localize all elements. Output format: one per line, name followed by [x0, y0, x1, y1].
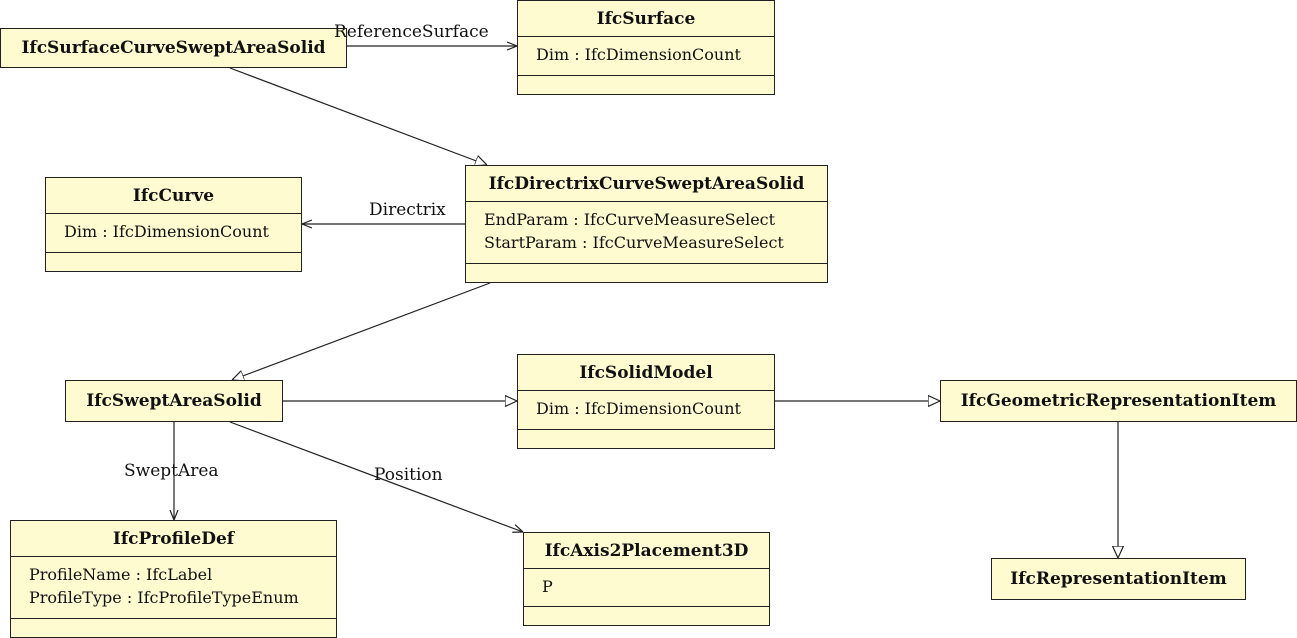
class-ifcsurfacecurvesweptareasolid[interactable]: IfcSurfaceCurveSweptAreaSolid	[0, 28, 347, 68]
class-name: IfcSweptAreaSolid	[86, 391, 262, 411]
class-name: IfcSolidModel	[579, 362, 713, 383]
edge-position	[229, 421, 523, 532]
class-name: IfcProfileDef	[112, 528, 235, 549]
label-reference-surface: ReferenceSurface	[334, 22, 489, 42]
label-position: Position	[374, 465, 443, 485]
class-attribute: ProfileName : IfcLabel	[29, 565, 213, 584]
class-attribute: StartParam : IfcCurveMeasureSelect	[484, 233, 784, 252]
class-attribute: Dim : IfcDimensionCount	[536, 45, 741, 64]
label-directrix: Directrix	[369, 200, 446, 220]
class-name: IfcSurfaceCurveSweptAreaSolid	[21, 38, 326, 58]
class-name: IfcRepresentationItem	[1010, 569, 1227, 589]
class-attribute: EndParam : IfcCurveMeasureSelect	[484, 210, 776, 229]
class-name: IfcGeometricRepresentationItem	[960, 391, 1277, 411]
class-ifccurve[interactable]: IfcCurve Dim : IfcDimensionCount	[45, 177, 302, 272]
edge-inherit-surface-curve-to-directrix	[229, 67, 487, 165]
class-name: IfcCurve	[132, 185, 215, 206]
class-ifcgeometricrepresentationitem[interactable]: IfcGeometricRepresentationItem	[940, 380, 1297, 422]
class-ifcsweptareasolid[interactable]: IfcSweptAreaSolid	[65, 380, 283, 422]
class-attribute: Dim : IfcDimensionCount	[64, 222, 269, 241]
edge-inherit-directrix-to-swept	[232, 282, 491, 380]
class-name: IfcSurface	[596, 8, 696, 29]
class-ifcprofiledef[interactable]: IfcProfileDef ProfileName : IfcLabel Pro…	[10, 520, 337, 638]
class-name: IfcDirectrixCurveSweptAreaSolid	[488, 173, 805, 194]
class-ifcaxis2placement3d[interactable]: IfcAxis2Placement3D P	[523, 532, 770, 626]
class-ifcrepresentationitem[interactable]: IfcRepresentationItem	[991, 558, 1246, 600]
class-ifcdirectrixcurvesweptareasolid[interactable]: IfcDirectrixCurveSweptAreaSolid EndParam…	[465, 165, 828, 283]
class-ifcsurface[interactable]: IfcSurface Dim : IfcDimensionCount	[517, 0, 775, 95]
class-ifcsolidmodel[interactable]: IfcSolidModel Dim : IfcDimensionCount	[517, 354, 775, 449]
class-attribute: P	[542, 577, 553, 596]
label-swept-area: SweptArea	[124, 461, 219, 481]
class-attribute: ProfileType : IfcProfileTypeEnum	[29, 588, 299, 607]
class-attribute: Dim : IfcDimensionCount	[536, 399, 741, 418]
class-name: IfcAxis2Placement3D	[544, 540, 749, 561]
